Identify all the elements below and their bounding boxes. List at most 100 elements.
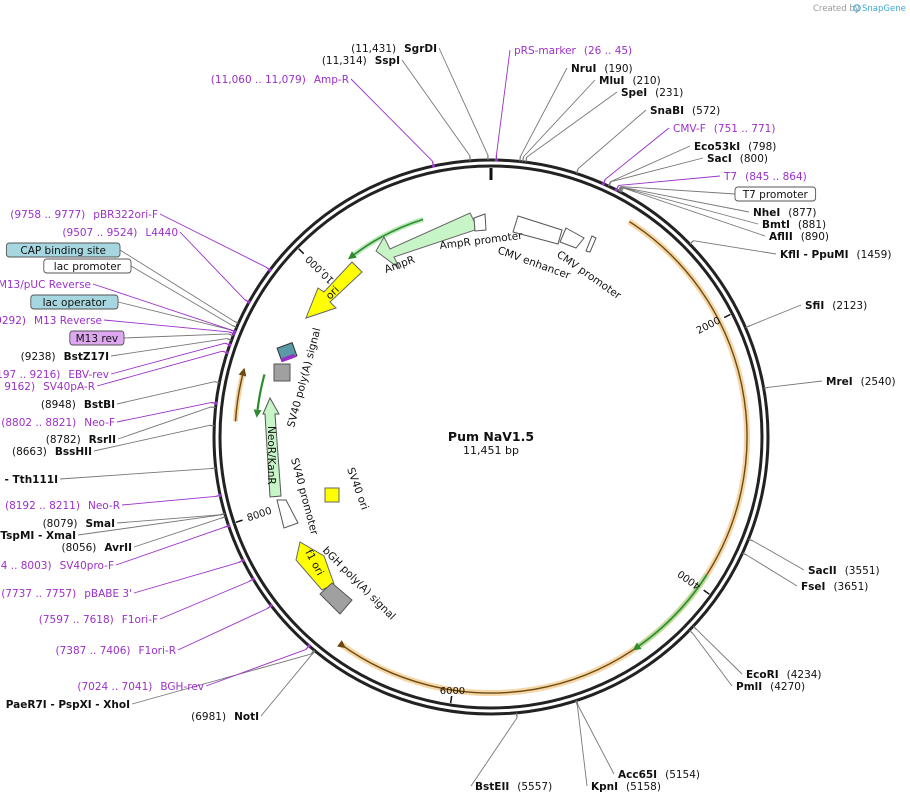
site-rsrii[interactable]: (8782)RsrII [46,406,216,446]
site-bsshii[interactable]: (8663)BssHII [12,424,215,458]
site-t7-promoter[interactable]: T7 promoter [617,186,817,202]
site-saci[interactable]: SacI(800) [608,153,768,187]
site-m13-rev[interactable]: M13 rev [69,330,234,346]
site-tick [689,240,694,245]
primer-mark [247,300,251,304]
site-f1ori-f[interactable]: (7597 .. 7618)F1ori-F [39,577,255,626]
enzyme-position: (8079) [43,518,78,530]
leader-line [93,424,210,452]
primer-range: (8802 .. 8821) [1,417,76,429]
site-sv40pa-r[interactable]: (9143 .. 9162)SV40pA-R [0,350,229,393]
enzyme-position: (231) [655,87,683,99]
leader-line [526,91,618,158]
site-ecori[interactable]: EcoRI(4234) [692,625,822,681]
leader-line [115,527,225,566]
site-tick [763,386,769,389]
site-bstbi[interactable]: (8948)BstBI [41,381,220,411]
site-m13-reverse[interactable]: (9276 .. 9292)M13 Reverse [0,315,236,336]
leader-line [177,608,268,651]
site-smai[interactable]: (8079)SmaI [43,512,225,530]
site-fsei[interactable]: FseI(3651) [742,552,868,593]
leader-line [179,231,246,301]
site-eco53ki[interactable]: Eco53kI(798) [607,141,776,187]
feature-cmv-promoter[interactable] [585,235,597,253]
enzyme-name: KpnI [591,781,618,793]
enzyme-position: (800) [740,153,768,165]
site-bsteii[interactable]: BstEII(5557) [470,712,552,793]
site-sspi[interactable]: (11,314)SspI [322,55,471,161]
site-pmli[interactable]: PmlI(4270) [689,629,805,693]
site-neo-r[interactable]: (8192 .. 8211)Neo-R [5,493,222,512]
feature-sv40-ori[interactable] [324,487,340,503]
enzyme-name: SacII [808,565,837,577]
leader-line [133,517,222,548]
feature-sv40-promoter[interactable] [276,499,299,529]
site-nhei[interactable]: NheI(877) [618,186,817,219]
site-spei[interactable]: SpeI(231) [525,87,683,163]
site-sfii[interactable]: SfiI(2123) [745,300,867,329]
site-tick [618,186,623,192]
site-avrii[interactable]: (8056)AvrII [61,516,226,554]
feature-f1-ori[interactable] [295,541,335,591]
site-m13-puc-reverse[interactable]: (9289 .. 9311)M13/pUC Reverse [0,279,237,334]
site-sacii[interactable]: SacII(3551) [748,538,880,577]
primer-name: SV40pA-R [43,381,95,393]
primer-mark [431,164,436,168]
site-pflfi-tth111i[interactable]: (8384)PflFI - Tth111I [0,467,216,486]
site-t7[interactable]: T7(845 .. 864) [614,171,807,192]
site-l4440[interactable]: (9507 .. 9524)L4440 [62,227,251,304]
site-nrui[interactable]: NruI(190) [519,63,633,162]
site-lac-promoter[interactable]: lac promoter [43,258,237,328]
site-sv40pro-f[interactable]: (7984 .. 8003)SV40pro-F [0,524,231,572]
site-kpni[interactable]: KpnI(5158) [575,700,661,793]
primer-mark [225,351,229,355]
site-amp-r[interactable]: (11,060 .. 11,079)Amp-R [211,74,436,168]
site-pbabe-3[interactable]: (7737 .. 7757)pBABE 3' [1,558,245,600]
site-aflii[interactable]: AflII(890) [620,187,829,243]
site-f1ori-r[interactable]: (7387 .. 7406)F1ori-R [56,603,273,657]
site-kfli-ppumi[interactable]: KflI - PpuMI(1459) [689,240,892,261]
enzyme-label: AflII(890) [769,231,829,243]
leader-line [438,47,489,156]
site-prs-marker[interactable]: pRS-marker(26 .. 45) [494,45,632,162]
site-paer7i-pspxi-xhoi[interactable]: (6987)PaeR7I - PspXI - XhoI [0,649,315,711]
primer-mark [218,493,222,498]
site-lac-operator[interactable]: lac operator [30,294,236,333]
enzyme-label: (8079)SmaI [43,518,115,530]
feature-neor-kanr[interactable] [262,396,282,498]
enzyme-label: Acc65I(5154) [618,769,700,781]
enzyme-label: SacI(800) [707,153,768,165]
site-sgrdi[interactable]: (11,431)SgrDI [351,43,489,161]
site-ebv-rev[interactable]: (9197 .. 9216)EBV-rev [0,342,232,381]
feature-sv40-polya[interactable] [273,363,291,382]
site-noti[interactable]: (6981)NotI [191,650,316,723]
site-pbr322ori-f[interactable]: (9758 .. 9777)pBR322ori-F [10,209,272,272]
primer-name: Amp-R [314,74,349,86]
feature-bgh-polya[interactable] [319,582,353,615]
site-snabi[interactable]: SnaBI(572) [575,105,721,174]
enzyme-name: SfiI [805,300,824,312]
site-mrei[interactable]: MreI(2540) [763,376,896,389]
site-mlui[interactable]: MluI(210) [522,75,661,162]
site-bstz17i[interactable]: (9238)BstZ17I [21,338,232,363]
site-acc65i[interactable]: Acc65I(5154) [575,700,700,781]
leader-line [77,514,221,536]
site-tick [214,381,220,384]
site-cap-binding-site[interactable]: CAP binding site [5,242,239,324]
leader-line [623,187,766,237]
site-bmti[interactable]: BmtI(881) [619,186,826,231]
site-tick [608,181,612,187]
leader-line [577,705,615,775]
feature-ampr-promoter[interactable] [473,213,487,232]
site-cmv-f[interactable]: CMV-F(751 .. 771) [601,123,776,186]
feature-amp-r[interactable] [375,212,479,270]
feature-ori[interactable] [305,261,363,319]
site-bgh-rev[interactable]: (7024 .. 7041)BGH-rev [77,644,311,693]
tick-label-8000: 8000 [246,506,274,525]
site-neo-f[interactable]: (8802 .. 8821)Neo-F [1,401,218,429]
primer-name: pBABE 3' [84,588,132,600]
primer-mark [241,558,245,562]
feature-cmv-enhancer[interactable] [512,215,585,249]
enzyme-position: (6981) [191,711,226,723]
